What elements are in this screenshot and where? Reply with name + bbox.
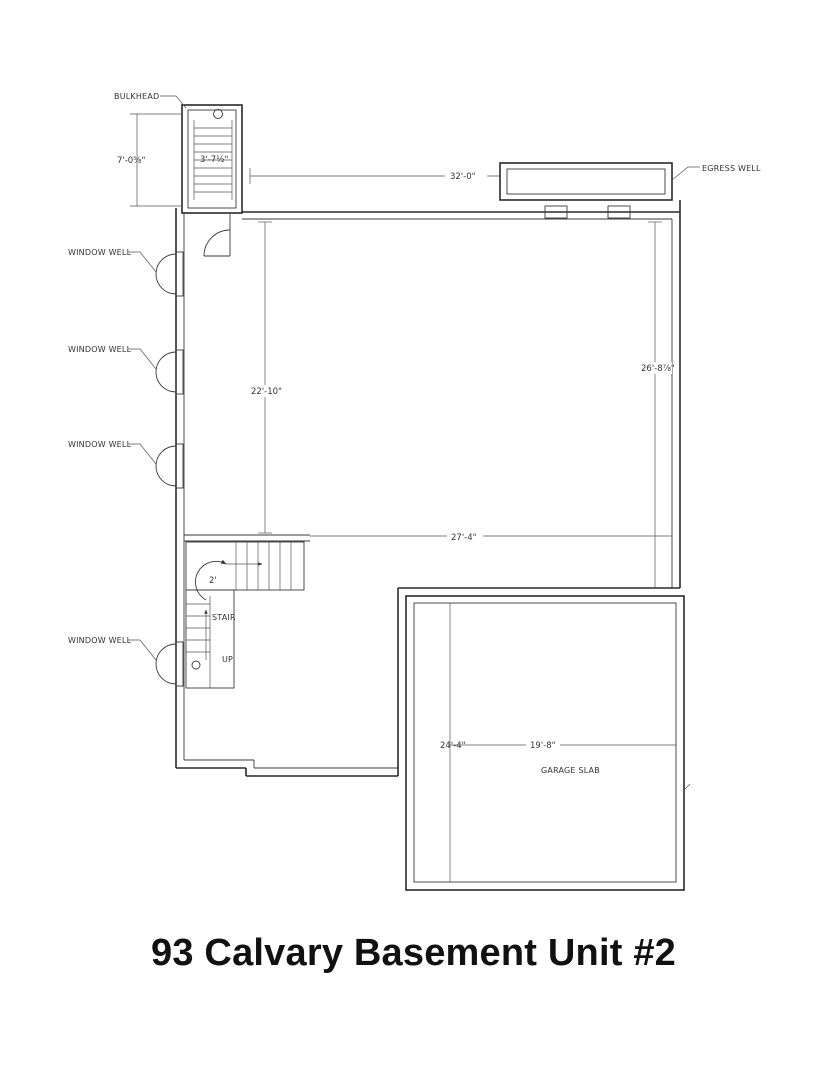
basement-floor-plan: BULKHEAD 7'-0⅝" 3'-7½" 32'-0" EGRESS WEL… bbox=[68, 92, 761, 891]
window-well-4: WINDOW WELL bbox=[68, 636, 184, 687]
bulkhead-label: BULKHEAD bbox=[114, 92, 159, 101]
stair: 2' STAIR UP bbox=[185, 541, 305, 689]
top-width-dimension: 32'-0" bbox=[249, 168, 500, 184]
up-label: UP bbox=[222, 655, 233, 664]
main-width-text: 27'-4" bbox=[451, 533, 477, 543]
window-well-3: WINDOW WELL bbox=[68, 440, 184, 489]
bulkhead-door bbox=[203, 214, 231, 257]
egress-well bbox=[499, 162, 673, 219]
garage-slab bbox=[405, 595, 691, 891]
egress-well-label: EGRESS WELL bbox=[702, 164, 761, 173]
top-width-text: 32'-0" bbox=[450, 172, 476, 182]
main-right-height-text: 26'-8⅞" bbox=[641, 364, 675, 374]
egress-well-callout: EGRESS WELL bbox=[671, 164, 761, 181]
bulkhead-height-dimension: 7'-0⅝" bbox=[117, 113, 182, 207]
window-well-label-4: WINDOW WELL bbox=[68, 636, 132, 645]
main-left-height-text: 22'-10" bbox=[251, 387, 282, 397]
garage-slab-label: GARAGE SLAB bbox=[541, 766, 600, 775]
window-well-1: WINDOW WELL bbox=[68, 248, 184, 297]
main-left-height-dimension: 22'-10" bbox=[248, 221, 284, 534]
garage-width-text: 19'-8" bbox=[530, 741, 556, 751]
bulkhead-callout: BULKHEAD bbox=[114, 92, 187, 109]
bulkhead-height-text: 7'-0⅝" bbox=[117, 156, 145, 166]
main-basement-walls bbox=[175, 200, 681, 777]
stair-label: STAIR bbox=[212, 613, 236, 622]
garage-height-text: 24'-4" bbox=[440, 741, 466, 751]
stair-width-text: 2' bbox=[209, 576, 217, 586]
bulkhead-structure bbox=[181, 104, 243, 214]
plan-caption: 93 Calvary Basement Unit #2 bbox=[151, 932, 676, 974]
garage-width-dimension: 19'-8" bbox=[450, 739, 676, 751]
window-well-label-1: WINDOW WELL bbox=[68, 248, 132, 257]
window-well-label-3: WINDOW WELL bbox=[68, 440, 132, 449]
main-right-height-dimension: 26'-8⅞" bbox=[640, 221, 675, 588]
window-well-label-2: WINDOW WELL bbox=[68, 345, 132, 354]
main-width-dimension: 27'-4" bbox=[310, 530, 672, 543]
window-well-2: WINDOW WELL bbox=[68, 345, 184, 395]
bulkhead-width-text: 3'-7½" bbox=[200, 155, 228, 165]
